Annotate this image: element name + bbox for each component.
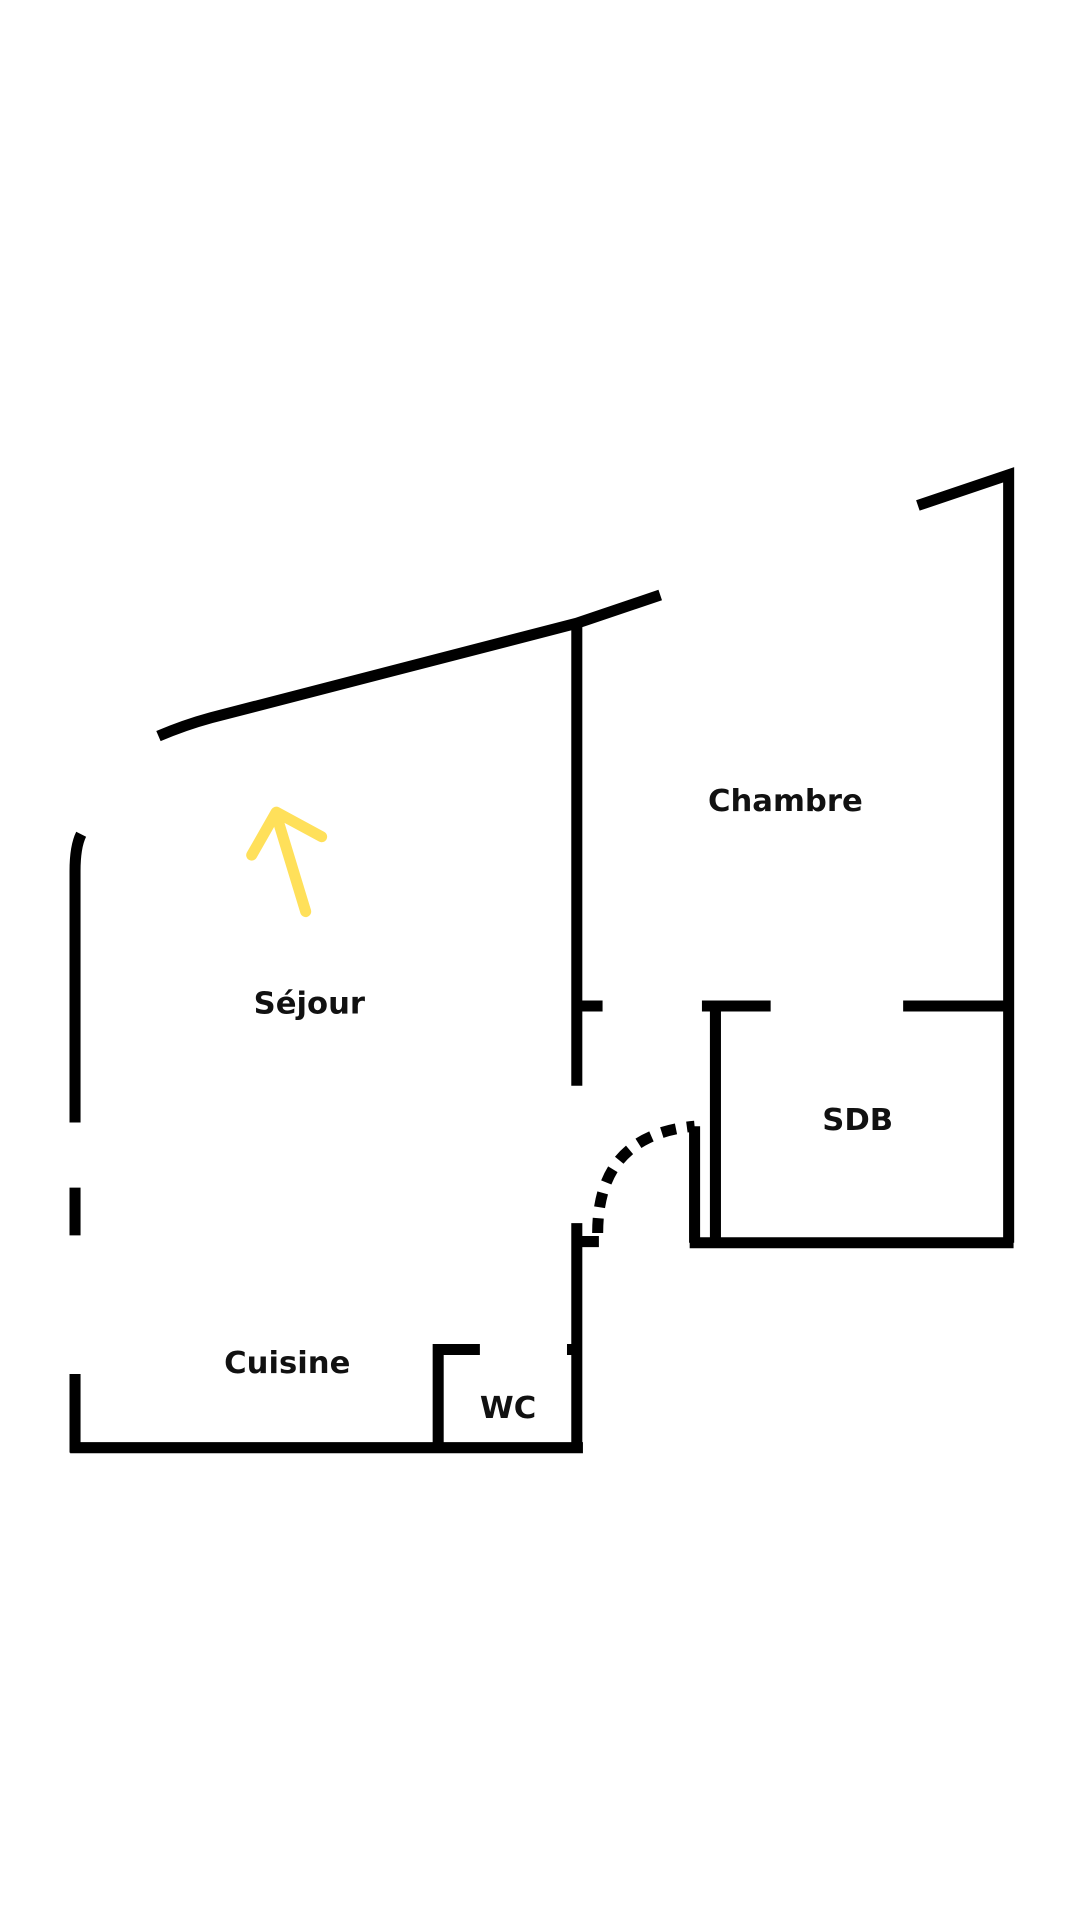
room-label-wc: WC xyxy=(480,1391,536,1426)
chambre-outer-wall xyxy=(916,467,1015,1243)
wc-wall xyxy=(432,1344,480,1448)
entry-wall xyxy=(566,1223,599,1453)
walls xyxy=(69,467,1015,1454)
left-wall xyxy=(69,831,87,1453)
room-label-chambre: Chambre xyxy=(708,784,863,819)
north-arrow-icon xyxy=(246,806,328,918)
sdb-walls xyxy=(689,1001,1014,1249)
room-label-cuisine: Cuisine xyxy=(224,1346,350,1381)
door-swing xyxy=(592,1120,696,1233)
room-label-sdb: SDB xyxy=(822,1103,893,1138)
room-label-sejour: Séjour xyxy=(254,986,366,1021)
top-wall-sejour xyxy=(156,589,662,742)
partition-sejour-chambre xyxy=(571,623,603,1086)
